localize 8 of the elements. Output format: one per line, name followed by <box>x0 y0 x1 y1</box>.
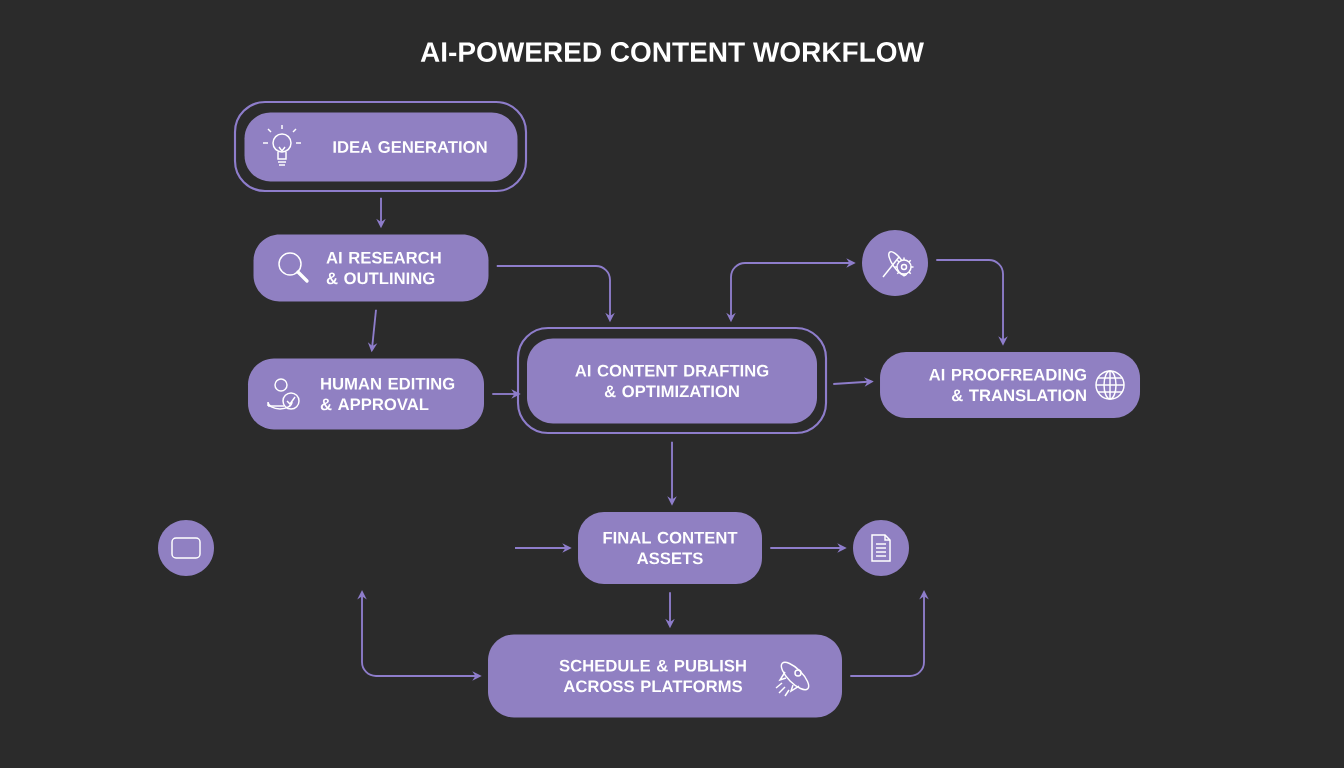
process-box: IDEA GENERATION <box>233 100 528 193</box>
process-box: HUMAN EDITING & APPROVAL <box>248 358 484 430</box>
process-box: AI RESEARCH & OUTLINING <box>253 234 489 302</box>
diagram-title: AI-POWERED CONTENT WORKFLOW <box>420 42 924 62</box>
process-box: FINAL CONTENT ASSETS <box>578 512 762 584</box>
process-box: AI PROOFREADING & TRANSLATION <box>880 352 1140 418</box>
process-box: AI CONTENT DRAFTING & OPTIMIZATION <box>516 326 828 435</box>
process-box: SCHEDULE & PUBLISH ACROSS PLATFORMS <box>488 634 842 718</box>
